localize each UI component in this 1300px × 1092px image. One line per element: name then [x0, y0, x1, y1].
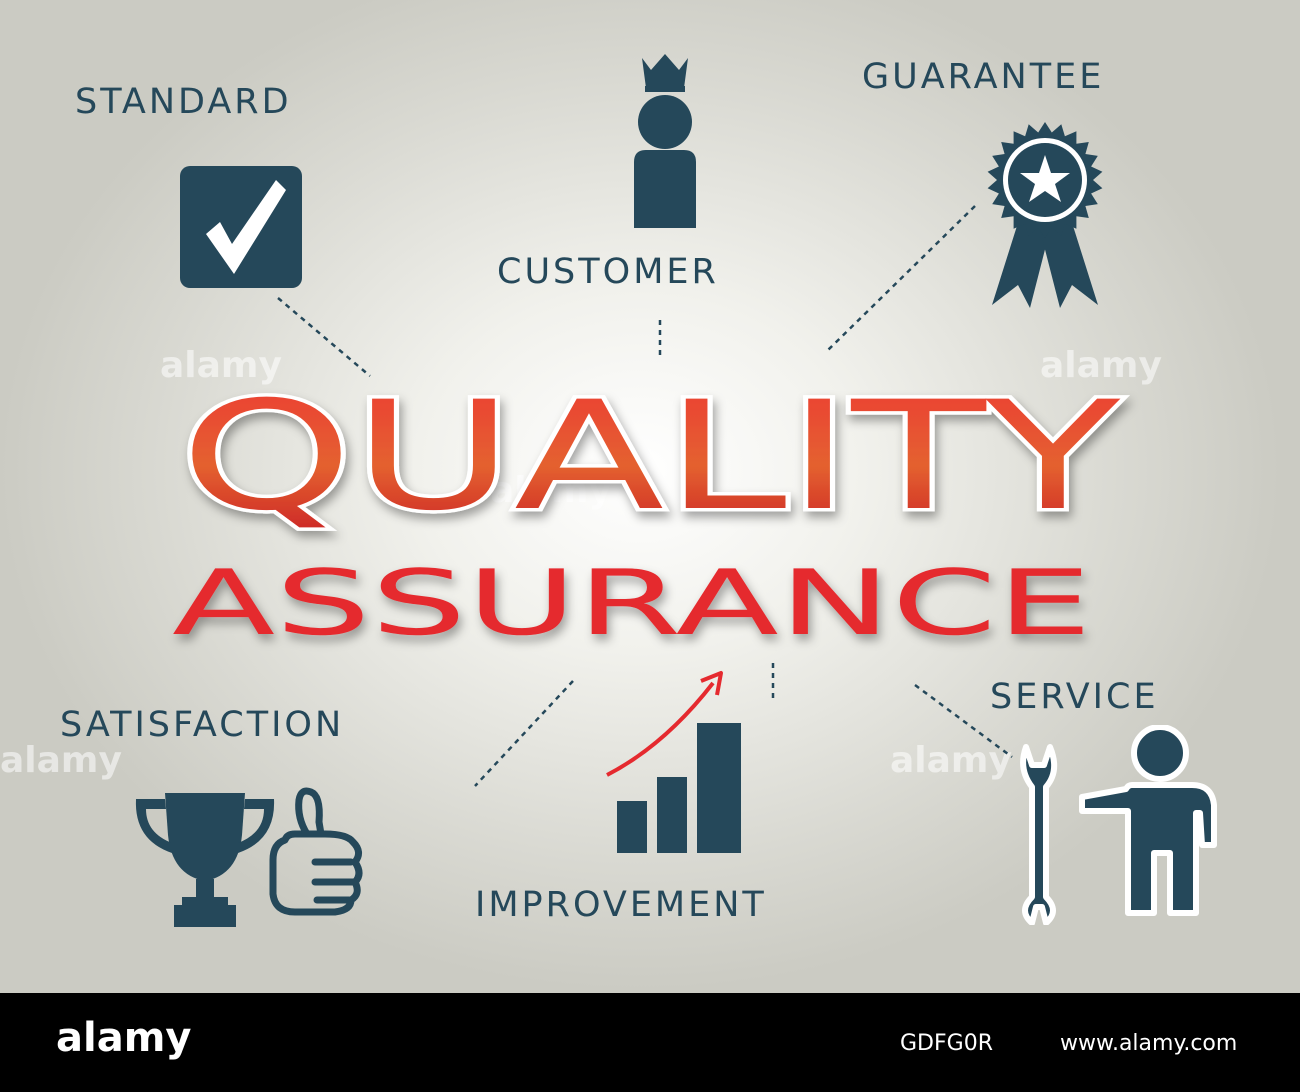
- watermark: alamy: [0, 740, 122, 781]
- trophy-icon: [135, 793, 275, 927]
- improvement-label: IMPROVEMENT: [475, 885, 767, 925]
- checkbox-icon: [180, 166, 302, 288]
- diagram-canvas: alamy alamy alamy alamy alamy STANDARD C…: [0, 0, 1300, 993]
- watermark: alamy: [490, 470, 612, 511]
- connector-standard: [277, 297, 371, 377]
- customer-label: CUSTOMER: [497, 252, 719, 292]
- title-graphic: QUALITY ASSURANCE: [172, 367, 1124, 657]
- watermark: alamy: [160, 345, 282, 386]
- connector-satisfaction: [474, 680, 574, 787]
- watermark: alamy: [1040, 345, 1162, 386]
- connector-lines: [277, 205, 1013, 787]
- growth-bar-chart-icon: [606, 671, 741, 853]
- site-url: www.alamy.com: [1060, 1031, 1238, 1056]
- connector-guarantee: [827, 205, 976, 351]
- king-person-icon: [634, 54, 696, 228]
- standard-label: STANDARD: [75, 82, 292, 122]
- title-quality: QUALITY: [180, 370, 1121, 544]
- thumbs-up-icon: [269, 787, 363, 916]
- alamy-logo: alamy: [56, 1015, 192, 1061]
- watermark: alamy: [890, 740, 1012, 781]
- award-rosette-icon: [987, 122, 1103, 308]
- guarantee-label: GUARANTEE: [862, 57, 1105, 97]
- image-id: GDFG0R: [900, 1031, 993, 1056]
- satisfaction-label: SATISFACTION: [60, 705, 345, 745]
- connector-service: [914, 683, 1013, 759]
- footer-bar: alamy GDFG0R www.alamy.com: [0, 993, 1300, 1092]
- service-label: SERVICE: [990, 677, 1159, 717]
- person-wrench-icon: [1020, 725, 1217, 925]
- title-assurance: ASSURANCE: [172, 551, 1092, 656]
